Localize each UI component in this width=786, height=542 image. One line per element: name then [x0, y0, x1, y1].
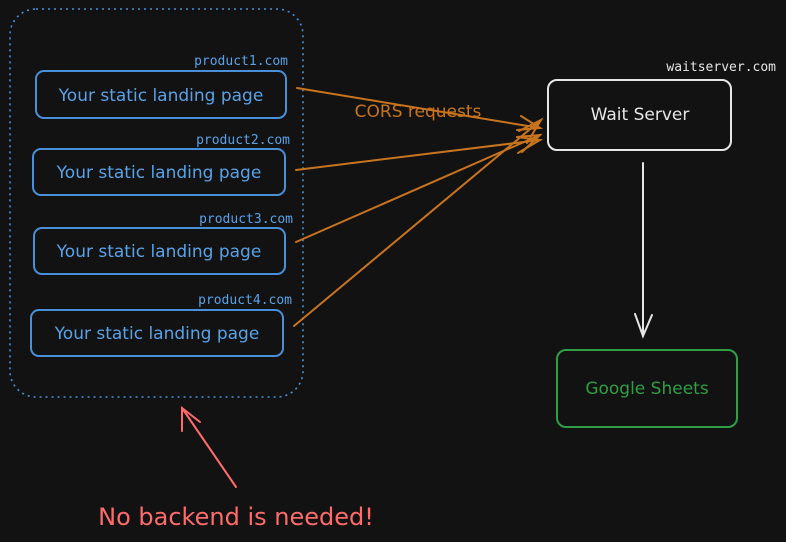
cors-arrow-product3 [295, 134, 541, 243]
cors-arrow-product1 [296, 87, 541, 129]
product1-landing-page [35, 70, 287, 119]
cors-label: CORS requests [355, 102, 482, 122]
no-backend-note: No backend is needed! [98, 503, 374, 531]
google-sheets-node [556, 349, 738, 428]
product4-domain: product4.com [198, 293, 292, 308]
product4-landing-page [30, 309, 284, 357]
wait-server-domain: waitserver.com [666, 60, 776, 75]
cors-arrows [293, 87, 544, 327]
cors-arrowhead-4 [518, 117, 544, 144]
product3-domain: product3.com [199, 212, 293, 227]
note-arrow [181, 405, 237, 488]
product1-landing-page-label: Your static landing page [58, 86, 264, 106]
product2-domain: product2.com [196, 133, 290, 148]
static-pages-group [9, 8, 304, 398]
product4-landing-page-label: Your static landing page [54, 324, 260, 344]
cors-arrowhead-3 [516, 133, 543, 153]
product1-domain: product1.com [194, 54, 288, 69]
wait-server-label: Wait Server [591, 105, 690, 125]
product3-landing-page-label: Your static landing page [56, 242, 262, 262]
google-sheets-label: Google Sheets [585, 379, 709, 399]
cors-arrowhead-1 [516, 115, 544, 131]
product3-landing-page [33, 227, 286, 275]
product2-landing-page [32, 148, 286, 196]
cors-arrow-product4 [293, 119, 542, 327]
wait-server-node [547, 79, 732, 151]
product2-landing-page-label: Your static landing page [56, 163, 262, 183]
sheets-arrow [634, 162, 653, 339]
cors-arrow-product2 [295, 139, 541, 171]
